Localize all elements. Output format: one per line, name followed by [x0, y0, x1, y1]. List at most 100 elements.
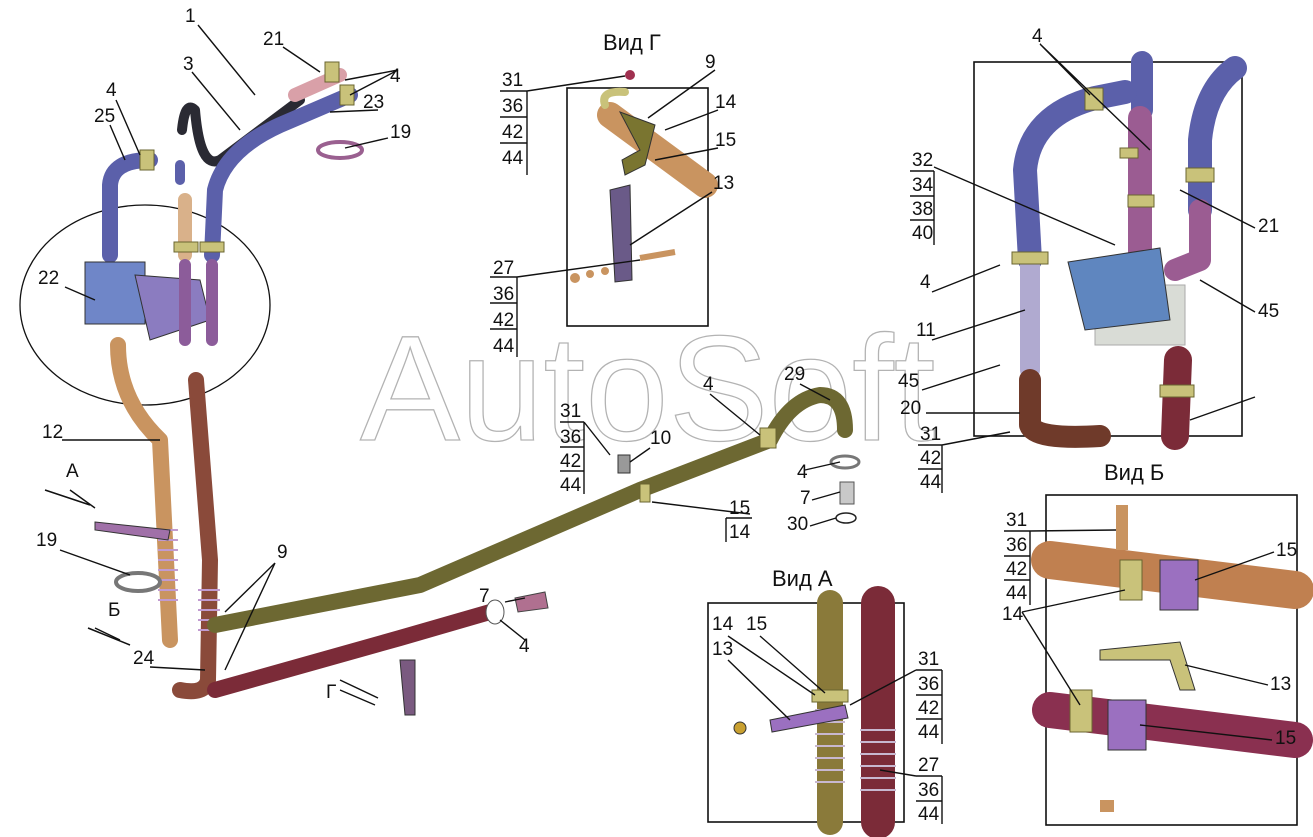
- ring-30: [835, 512, 857, 524]
- clamp: [324, 61, 340, 83]
- bracket-10: [617, 454, 631, 474]
- pipe: [597, 102, 718, 198]
- clamp-15: [1159, 559, 1199, 611]
- stack-item: 36: [493, 284, 514, 305]
- stack-item: 44: [493, 336, 515, 357]
- label-4: 4: [703, 374, 714, 395]
- clamp: [1119, 147, 1139, 159]
- bolt-31: [625, 70, 635, 80]
- main-assembly: [19, 61, 861, 716]
- clamp: [1159, 384, 1195, 398]
- valve-block: [1067, 247, 1171, 331]
- label-4: 4: [106, 80, 117, 101]
- main-labels: 1 21 3 4 23 19 4 25 22 12 А 19 9 Б 24 7 …: [36, 6, 530, 706]
- stack-item: 44: [918, 804, 940, 825]
- label-21: 21: [263, 29, 284, 50]
- label-1: 1: [185, 6, 196, 27]
- clamp-14: [1119, 559, 1143, 601]
- stack-item: 27: [918, 755, 939, 776]
- clamp: [1127, 194, 1155, 208]
- stack-item: 44: [1006, 583, 1028, 604]
- clamp-4: [485, 599, 505, 625]
- view-arrows: [44, 489, 379, 699]
- label-10: 10: [650, 428, 671, 449]
- stack-item: 42: [493, 310, 514, 331]
- label-13: 13: [713, 173, 734, 194]
- clamp: [173, 241, 199, 253]
- stack-item: 27: [493, 258, 514, 279]
- clamp-4: [829, 454, 861, 470]
- clamp-15: [639, 483, 651, 503]
- stack-item: 31: [920, 424, 941, 445]
- view-b: Вид Б 31 36 42 44 15 14 13 15: [1002, 460, 1313, 826]
- elbow-20: [1019, 369, 1111, 448]
- clip-19: [114, 571, 162, 593]
- hose-3: [177, 95, 305, 167]
- pipe-12: [110, 337, 178, 648]
- label-15: 15: [746, 614, 767, 635]
- watermark: AutoSoft: [360, 304, 935, 472]
- bolt-27: [639, 249, 676, 261]
- stack-item: 31: [560, 401, 581, 422]
- label-4: 4: [1032, 26, 1043, 47]
- hose: [1188, 56, 1247, 222]
- stack-item: 44: [560, 475, 582, 496]
- label-21: 21: [1258, 216, 1279, 237]
- nut: [570, 273, 580, 283]
- label-30: 30: [787, 514, 808, 535]
- clamp-15: [1107, 699, 1147, 751]
- stack-item: 36: [918, 780, 939, 801]
- label-15: 15: [729, 498, 750, 519]
- bracket: [94, 521, 171, 541]
- detail-circle: [19, 204, 271, 406]
- view-g-frame: [566, 87, 709, 327]
- pipe: [172, 372, 218, 700]
- tube: [1164, 199, 1211, 281]
- label-13: 13: [712, 639, 733, 660]
- stack-item: 44: [502, 148, 524, 169]
- label-4: 4: [797, 462, 808, 483]
- bracket-13: [769, 704, 849, 733]
- label-14: 14: [715, 92, 737, 113]
- label-25: 25: [94, 106, 115, 127]
- label-20: 20: [900, 398, 921, 419]
- label-14: 14: [1002, 604, 1024, 625]
- stack-item: 36: [1006, 535, 1027, 556]
- label-7: 7: [800, 488, 811, 509]
- clamp-14: [1069, 689, 1093, 733]
- clamp-14: [811, 689, 849, 703]
- nut: [733, 721, 747, 735]
- valve-bracket: [84, 261, 146, 325]
- washer: [586, 270, 594, 278]
- stack-item: 38: [912, 199, 933, 220]
- view-right: 4 32 34 38 40 21 4 11 45 45 20 31 42 44: [898, 26, 1279, 493]
- view-b-frame: [1045, 494, 1298, 826]
- clamp: [339, 84, 355, 106]
- stack-item: 31: [502, 70, 523, 91]
- view-g-title: Вид Г: [603, 30, 661, 55]
- stack-item: 36: [560, 427, 581, 448]
- label-9: 9: [705, 52, 716, 73]
- hose-24: [1161, 346, 1192, 450]
- bracket-13: [1099, 641, 1196, 691]
- clamp-14: [618, 111, 656, 176]
- label-22: 22: [38, 268, 59, 289]
- view-arrow-b: Б: [108, 600, 120, 621]
- arrow-b: [87, 627, 131, 646]
- view-arrow-a: А: [66, 461, 79, 482]
- label-19: 19: [36, 530, 57, 551]
- clip-19: [316, 140, 364, 160]
- label-15: 15: [1276, 540, 1297, 561]
- stack-item: 31: [918, 649, 939, 670]
- label-12: 12: [42, 422, 63, 443]
- bolt-31: [1116, 505, 1128, 550]
- fitting-7: [839, 481, 855, 505]
- label-15: 15: [1275, 728, 1296, 749]
- clamp: [1011, 251, 1049, 265]
- hose-23: [204, 87, 358, 263]
- label-45: 45: [1258, 301, 1279, 322]
- label-14: 14: [729, 522, 751, 543]
- stack-item: 44: [918, 722, 940, 743]
- bracket-13: [609, 184, 633, 283]
- arrow-a: [44, 489, 91, 506]
